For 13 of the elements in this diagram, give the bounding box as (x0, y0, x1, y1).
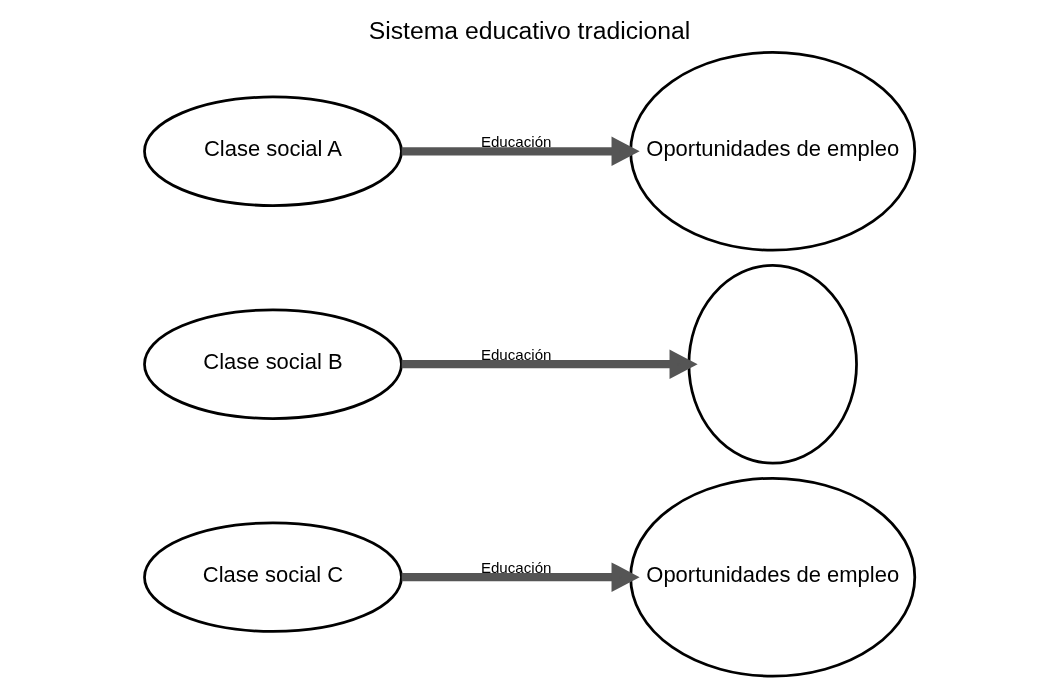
arrow (401, 349, 698, 379)
edge-label: Educación (480, 345, 551, 363)
node-ellipse: Oportunidades de empleo (628, 476, 916, 678)
node-ellipse (687, 263, 858, 465)
diagram-title: Sistema educativo tradicional (368, 17, 690, 45)
edge-label: Educación (480, 132, 551, 150)
arrow (401, 562, 640, 592)
node-ellipse: Clase social C (142, 521, 403, 633)
arrow (401, 136, 640, 166)
node-ellipse: Oportunidades de empleo (628, 50, 916, 252)
node-ellipse: Clase social B (142, 308, 403, 420)
edge-label: Educación (480, 558, 551, 576)
node-ellipse: Clase social A (142, 95, 403, 207)
